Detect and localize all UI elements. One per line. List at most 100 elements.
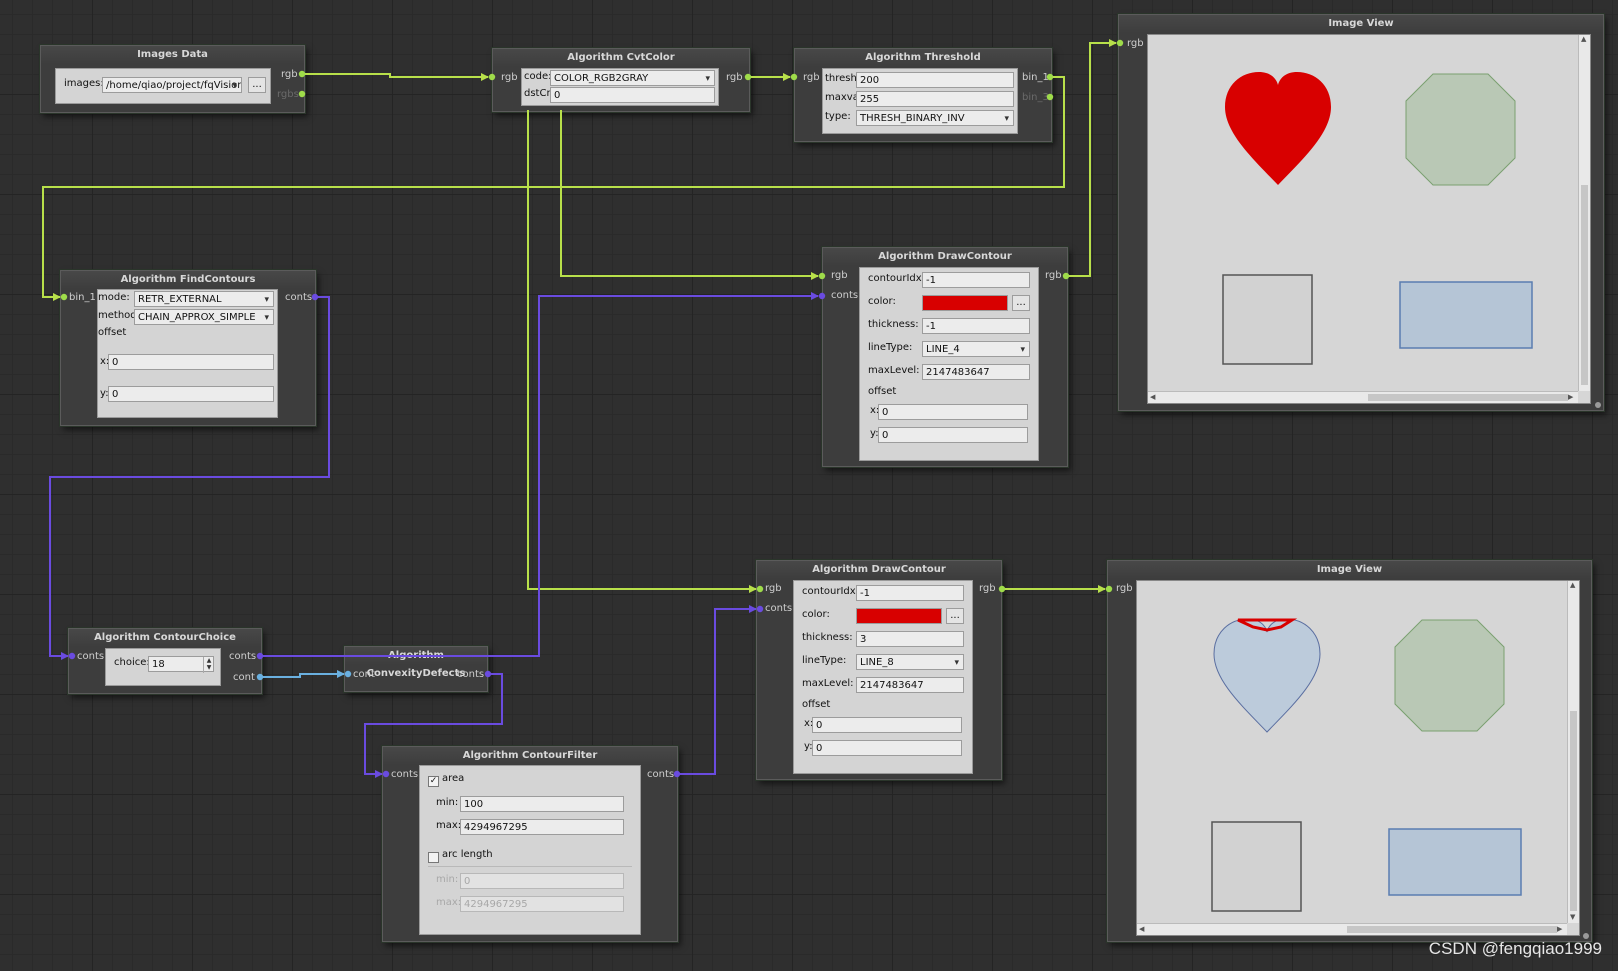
- vertical-scrollbar[interactable]: ▲: [1578, 35, 1590, 391]
- maxlevel-label: maxLevel:: [868, 365, 920, 376]
- node-contourchoice[interactable]: Algorithm ContourChoice conts choice: 18…: [68, 628, 262, 694]
- contourfilter-panel: ✓ area min: 100 max: 4294967295 arc leng…: [419, 765, 641, 935]
- linetype-select[interactable]: LINE_4: [922, 341, 1030, 357]
- drawcontour-panel: contourIdx: -1 color: ... thickness: -1 …: [859, 267, 1039, 461]
- arc-length-checkbox[interactable]: [428, 852, 439, 863]
- horizontal-scrollbar[interactable]: ◀ ▶: [1148, 391, 1578, 403]
- port-out-conts[interactable]: conts: [457, 669, 485, 680]
- port-out-rgb[interactable]: rgb: [726, 72, 743, 83]
- browse-button[interactable]: ...: [248, 77, 266, 93]
- node-image-view-1[interactable]: Image View rgb ▲ ◀ ▶: [1118, 14, 1604, 411]
- result-image: [1222, 72, 1533, 365]
- port-out-rgb[interactable]: rgb: [1045, 270, 1062, 281]
- port-out-conts[interactable]: conts: [647, 769, 675, 780]
- port-in-rgb[interactable]: rgb: [1116, 583, 1133, 594]
- port-out-rgbs[interactable]: rgbs: [277, 89, 299, 100]
- port-in-rgb[interactable]: rgb: [831, 270, 848, 281]
- port-in-conts[interactable]: conts: [831, 290, 859, 301]
- node-cvtcolor[interactable]: Algorithm CvtColor rgb code: COLOR_RGB2G…: [492, 48, 750, 112]
- method-select[interactable]: CHAIN_APPROX_SIMPLE: [134, 309, 274, 325]
- findcontours-panel: mode: RETR_EXTERNAL method: CHAIN_APPROX…: [97, 289, 278, 418]
- mode-label: mode:: [98, 292, 130, 303]
- image-canvas[interactable]: ▲ ◀ ▶: [1147, 34, 1591, 404]
- images-path-select[interactable]: /home/qiao/project/fqVision: [102, 77, 242, 93]
- dstcn-input[interactable]: 0: [550, 87, 715, 103]
- node-title: Algorithm ConvexityDefects: [345, 647, 487, 679]
- port-out-cont[interactable]: cont: [233, 672, 255, 683]
- port-in-conts[interactable]: conts: [77, 651, 105, 662]
- port-out-conts[interactable]: conts: [285, 292, 313, 303]
- port-in-rgb[interactable]: rgb: [1127, 38, 1144, 49]
- port-in-bin1[interactable]: bin_1: [69, 292, 96, 303]
- linetype-label: lineType:: [868, 342, 913, 353]
- port-in-rgb[interactable]: rgb: [501, 72, 518, 83]
- offset-y-input[interactable]: 0: [878, 427, 1028, 443]
- code-select[interactable]: COLOR_RGB2GRAY: [550, 70, 715, 86]
- watermark: CSDN @fengqiao1999: [1428, 939, 1602, 958]
- node-title: Images Data: [41, 46, 304, 64]
- port-in-conts[interactable]: conts: [765, 603, 793, 614]
- port-in-cont[interactable]: cont: [353, 669, 375, 680]
- offset-x-input[interactable]: 0: [812, 717, 962, 733]
- color-picker-button[interactable]: ...: [1012, 295, 1030, 311]
- type-select[interactable]: THRESH_BINARY_INV: [856, 110, 1014, 126]
- node-title: Image View: [1108, 561, 1591, 579]
- node-findcontours[interactable]: Algorithm FindContours bin_1 mode: RETR_…: [60, 270, 316, 426]
- port-in-rgb[interactable]: rgb: [803, 72, 820, 83]
- arc-max-label: max:: [436, 897, 462, 908]
- thresh-input[interactable]: 200: [856, 72, 1014, 88]
- color-swatch[interactable]: [856, 608, 942, 624]
- node-title: Image View: [1119, 15, 1603, 33]
- node-threshold[interactable]: Algorithm Threshold rgb thresh: 200 maxv…: [794, 48, 1052, 142]
- color-picker-button[interactable]: ...: [946, 608, 964, 624]
- port-out-conts[interactable]: conts: [229, 651, 257, 662]
- linetype-label: lineType:: [802, 655, 847, 666]
- area-checkbox[interactable]: ✓: [428, 776, 439, 787]
- vertical-scrollbar[interactable]: ▲ ▼: [1567, 581, 1579, 923]
- cvtcolor-panel: code: COLOR_RGB2GRAY dstCn: 0: [521, 68, 719, 106]
- node-convexitydefects[interactable]: Algorithm ConvexityDefects cont conts: [344, 646, 488, 692]
- wire-drawcontour1-to-imageview1: [1066, 39, 1117, 277]
- offset-x-label: x:: [804, 718, 814, 729]
- node-contourfilter[interactable]: Algorithm ContourFilter conts ✓ area min…: [382, 746, 678, 942]
- maxlevel-input[interactable]: 2147483647: [856, 677, 964, 693]
- port-in-conts[interactable]: conts: [391, 769, 419, 780]
- port-out-bin1[interactable]: bin_1: [1022, 72, 1049, 83]
- contouridx-label: contourIdx:: [802, 586, 860, 597]
- octagon-shape: [1394, 619, 1505, 732]
- offset-label: offset: [868, 386, 897, 397]
- horizontal-scrollbar[interactable]: ◀ ▶: [1137, 923, 1567, 935]
- node-images-data[interactable]: Images Data images: /home/qiao/project/f…: [40, 45, 305, 113]
- thickness-input[interactable]: -1: [922, 318, 1030, 334]
- node-drawcontour-1[interactable]: Algorithm DrawContour rgb conts contourI…: [822, 247, 1068, 467]
- thickness-input[interactable]: 3: [856, 631, 964, 647]
- result-image: [1211, 618, 1522, 912]
- offset-x-input[interactable]: 0: [108, 354, 274, 370]
- offset-y-label: y:: [870, 428, 879, 439]
- offset-x-input[interactable]: 0: [878, 404, 1028, 420]
- choice-spin-arrows[interactable]: ▲▼: [203, 657, 214, 673]
- contouridx-input[interactable]: -1: [856, 585, 964, 601]
- port-out-bin3[interactable]: bin_3: [1022, 92, 1049, 103]
- square-shape: [1222, 274, 1313, 365]
- area-max-label: max:: [436, 820, 462, 831]
- offset-y-input[interactable]: 0: [108, 386, 274, 402]
- port-out-rgb[interactable]: rgb: [979, 583, 996, 594]
- area-min-input[interactable]: 100: [460, 796, 624, 812]
- node-drawcontour-2[interactable]: Algorithm DrawContour rgb conts contourI…: [756, 560, 1002, 780]
- port-out-rgb[interactable]: rgb: [281, 69, 298, 80]
- offset-y-input[interactable]: 0: [812, 740, 962, 756]
- maxval-input[interactable]: 255: [856, 91, 1014, 107]
- mode-select[interactable]: RETR_EXTERNAL: [134, 291, 274, 307]
- maxlevel-input[interactable]: 2147483647: [922, 364, 1030, 380]
- square-shape: [1211, 821, 1302, 912]
- images-data-panel: images: /home/qiao/project/fqVision ...: [55, 68, 271, 104]
- contouridx-input[interactable]: -1: [922, 272, 1030, 288]
- linetype-select[interactable]: LINE_8: [856, 654, 964, 670]
- port-in-rgb[interactable]: rgb: [765, 583, 782, 594]
- images-label: images:: [64, 78, 104, 89]
- node-image-view-2[interactable]: Image View rgb ▲ ▼ ◀ ▶: [1107, 560, 1592, 942]
- color-swatch[interactable]: [922, 295, 1008, 311]
- area-max-input[interactable]: 4294967295: [460, 819, 624, 835]
- image-canvas[interactable]: ▲ ▼ ◀ ▶: [1136, 580, 1580, 936]
